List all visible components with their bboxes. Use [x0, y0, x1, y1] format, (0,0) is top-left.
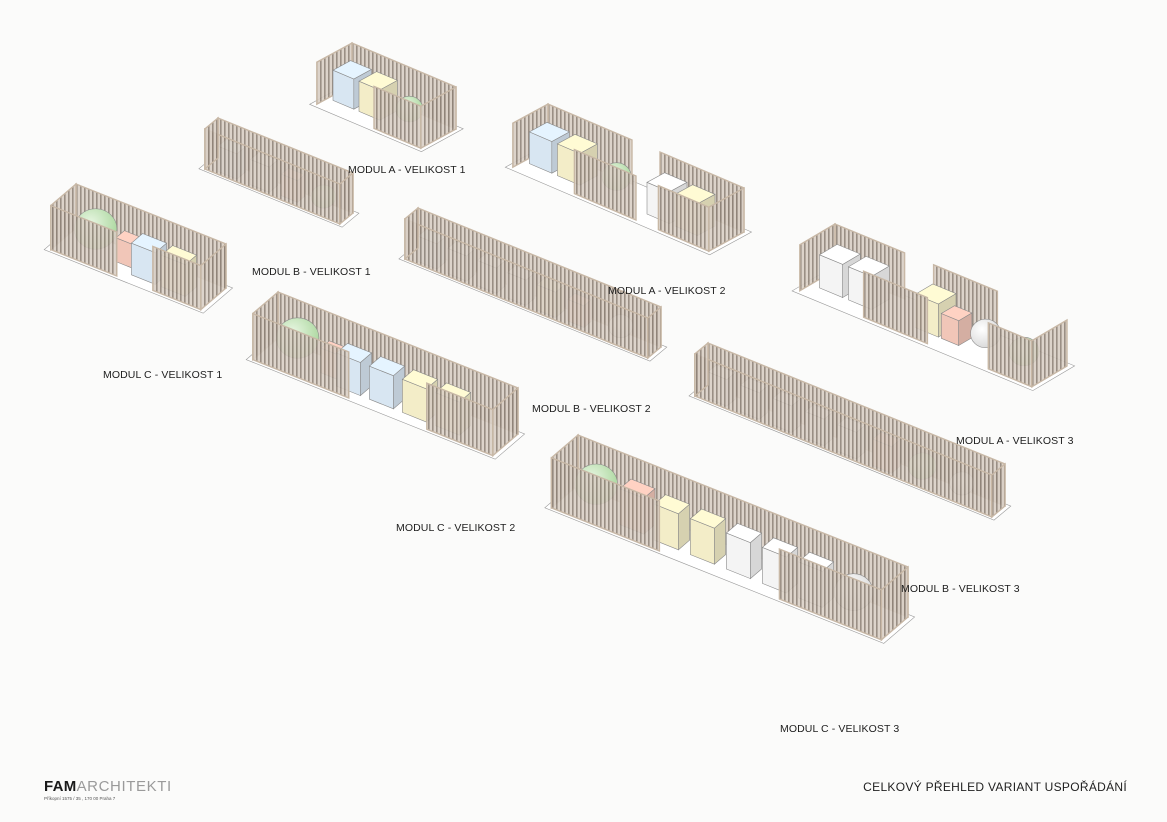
module-b1 — [198, 116, 360, 228]
module-c1 — [43, 182, 234, 314]
logo-light-text: ARCHITEKTI — [76, 778, 172, 795]
slatted-wall-front — [862, 270, 929, 345]
slatted-wall-front — [550, 456, 661, 553]
logo-bold-text: FAM — [44, 778, 77, 795]
cube-top — [818, 244, 861, 265]
module-b2 — [398, 206, 668, 362]
label-modul-a-velikost-1: MODUL A - VELIKOST 1 — [348, 164, 466, 176]
slatted-wall-front — [991, 462, 1006, 519]
label-modul-a-velikost-2: MODUL A - VELIKOST 2 — [608, 285, 726, 297]
label-modul-c-velikost-2: MODUL C - VELIKOST 2 — [396, 522, 516, 534]
slatted-wall-front — [404, 206, 419, 261]
slatted-wall-front — [694, 341, 709, 398]
slatted-wall-front — [420, 85, 457, 150]
label-modul-b-velikost-2: MODUL B - VELIKOST 2 — [532, 403, 651, 415]
slatted-wall-front — [200, 242, 227, 312]
module-c3 — [544, 433, 916, 644]
slatted-wall-front — [694, 352, 993, 519]
logo-address: Příkopní 1575 / 35 , 170 00 Praha 7 — [44, 796, 116, 801]
slatted-wall-front — [50, 204, 118, 278]
slatted-wall-front — [987, 321, 1033, 388]
slatted-wall-front — [880, 565, 909, 642]
famarchitekti-logo: FAMARCHITEKTI Příkopní 1575 / 35 , 170 0… — [44, 778, 172, 801]
slatted-wall-front — [339, 171, 354, 226]
label-modul-b-velikost-3: MODUL B - VELIKOST 3 — [901, 583, 1020, 595]
cube-top — [725, 523, 763, 543]
module-a3 — [791, 222, 1076, 391]
sheet-title: CELKOVÝ PŘEHLED VARIANT USPOŘÁDÁNÍ — [863, 780, 1127, 794]
module-b3 — [688, 341, 1012, 521]
slatted-wall-front — [204, 116, 219, 171]
slatted-wall-front — [492, 386, 519, 458]
label-modul-b-velikost-1: MODUL B - VELIKOST 1 — [252, 266, 371, 278]
cube-top — [940, 305, 973, 322]
module-a2 — [504, 102, 753, 256]
slatted-wall-front — [573, 148, 637, 222]
module-a1 — [308, 41, 464, 153]
cube-top — [332, 60, 373, 80]
cube-top — [689, 508, 727, 529]
cube-top — [914, 283, 957, 305]
module-c2 — [245, 290, 526, 460]
slatted-wall-front — [252, 312, 350, 400]
label-modul-c-velikost-3: MODUL C - VELIKOST 3 — [780, 723, 900, 735]
cube-top — [368, 356, 406, 377]
slatted-wall-front — [647, 305, 662, 360]
label-modul-c-velikost-1: MODUL C - VELIKOST 1 — [103, 369, 223, 381]
cube-top — [528, 121, 571, 142]
label-modul-a-velikost-3: MODUL A - VELIKOST 3 — [956, 435, 1074, 447]
slatted-wall-front — [708, 186, 745, 253]
slatted-wall-front — [1031, 318, 1068, 389]
